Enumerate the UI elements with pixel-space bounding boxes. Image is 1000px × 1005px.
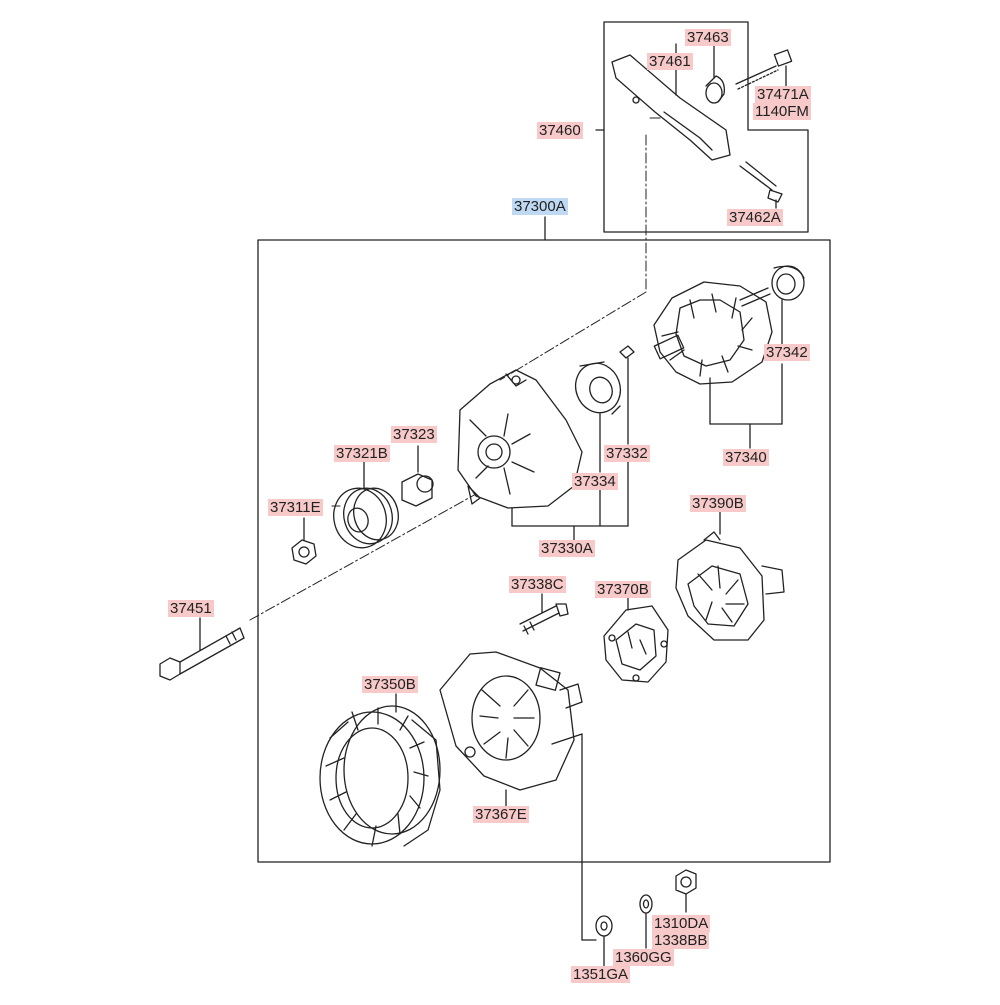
nut-1351GA — [581, 915, 613, 967]
part-label-37332[interactable]: 37332 — [604, 445, 650, 462]
part-label-37390B[interactable]: 37390B — [690, 495, 746, 512]
rear-cover-37390B — [675, 511, 785, 641]
label-leader-lines — [331, 117, 661, 507]
part-label-37461[interactable]: 37461 — [647, 53, 693, 70]
bracket-axis-line — [499, 134, 647, 381]
bushing-37463 — [705, 45, 725, 104]
part-label-37451[interactable]: 37451 — [168, 600, 214, 617]
part-label-37462A[interactable]: 37462A — [727, 209, 783, 226]
alternator-assembly-box — [257, 216, 831, 863]
part-label-37340[interactable]: 37340 — [723, 449, 769, 466]
part-label-37311E[interactable]: 37311E — [268, 499, 323, 516]
bolt-37338C — [519, 593, 569, 635]
part-label-1351GA[interactable]: 1351GA — [571, 966, 631, 983]
part-label-1140FM[interactable]: 1140FM — [753, 103, 811, 120]
nut-37311E — [291, 517, 317, 565]
part-label-37321B[interactable]: 37321B — [334, 445, 390, 462]
pulley-37321B — [333, 461, 399, 549]
screw-37332 — [619, 345, 635, 445]
part-label-37342[interactable]: 37342 — [764, 344, 810, 361]
through-bolt-axis-line — [249, 493, 477, 621]
hex-nut-1310DA — [675, 869, 697, 913]
bearing-37334 — [574, 361, 622, 473]
part-label-37334[interactable]: 37334 — [572, 473, 618, 490]
part-label-37370B[interactable]: 37370B — [595, 581, 651, 598]
stator-37350B — [319, 693, 441, 847]
spacer-37323 — [401, 445, 434, 507]
regulator-37370B — [603, 597, 669, 683]
part-label-37330A[interactable]: 37330A — [539, 540, 595, 557]
bolt-37471A — [735, 49, 793, 91]
drive-end-frame-37330A — [457, 369, 629, 541]
part-label-37300A[interactable]: 37300A — [512, 198, 568, 215]
part-label-37463[interactable]: 37463 — [685, 29, 731, 46]
part-label-37350B[interactable]: 37350B — [362, 676, 418, 693]
part-label-37323[interactable]: 37323 — [391, 426, 437, 443]
rectifier-frame-37367E — [439, 651, 583, 941]
part-label-37338C[interactable]: 37338C — [509, 576, 566, 593]
part-label-1310DA[interactable]: 1310DA — [652, 915, 711, 932]
part-label-37471A[interactable]: 37471A — [755, 86, 811, 103]
washer-1360GG — [639, 894, 653, 949]
bolt-37451 — [159, 617, 245, 681]
part-label-1360GG[interactable]: 1360GG — [613, 949, 674, 966]
bearing-37342 — [771, 265, 805, 346]
rotor-37340 — [653, 281, 783, 449]
part-label-37460[interactable]: 37460 — [537, 122, 583, 139]
bracket-assembly-box — [595, 21, 809, 233]
part-label-1338BB[interactable]: 1338BB — [652, 932, 710, 949]
part-label-37367E[interactable]: 37367E — [473, 806, 529, 823]
bolt-37462A — [739, 161, 783, 209]
